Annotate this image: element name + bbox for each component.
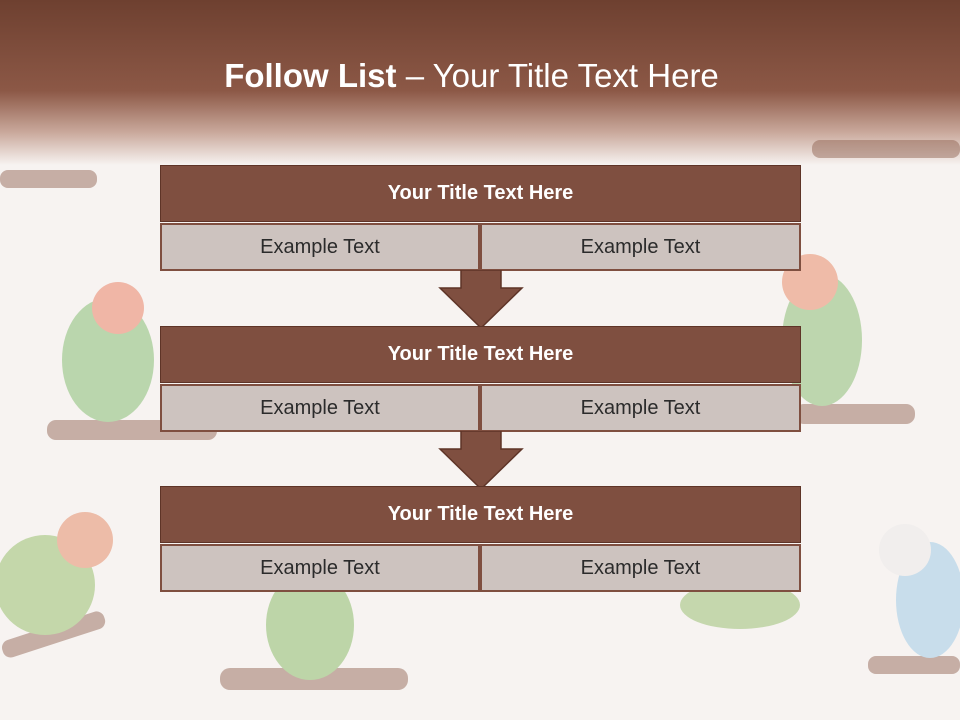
down-arrow-icon [438, 270, 524, 330]
step-cell-left: Example Text [160, 223, 480, 271]
step-cell-right: Example Text [480, 223, 801, 271]
step-cell-left: Example Text [160, 544, 480, 592]
step-title: Your Title Text Here [160, 326, 801, 383]
step-block-1: Your Title Text Here Example Text Exampl… [160, 165, 801, 271]
step-cell-right: Example Text [480, 384, 801, 432]
step-title: Your Title Text Here [160, 165, 801, 222]
slide-title-bold: Follow List [224, 57, 397, 94]
step-title: Your Title Text Here [160, 486, 801, 543]
step-cell-left: Example Text [160, 384, 480, 432]
slide-title: Follow List – Your Title Text Here [0, 52, 943, 100]
step-block-2: Your Title Text Here Example Text Exampl… [160, 326, 801, 432]
step-block-3: Your Title Text Here Example Text Exampl… [160, 486, 801, 592]
down-arrow-icon [438, 431, 524, 491]
header-band [0, 0, 960, 165]
step-cell-right: Example Text [480, 544, 801, 592]
slide-title-rest: – Your Title Text Here [396, 57, 719, 94]
